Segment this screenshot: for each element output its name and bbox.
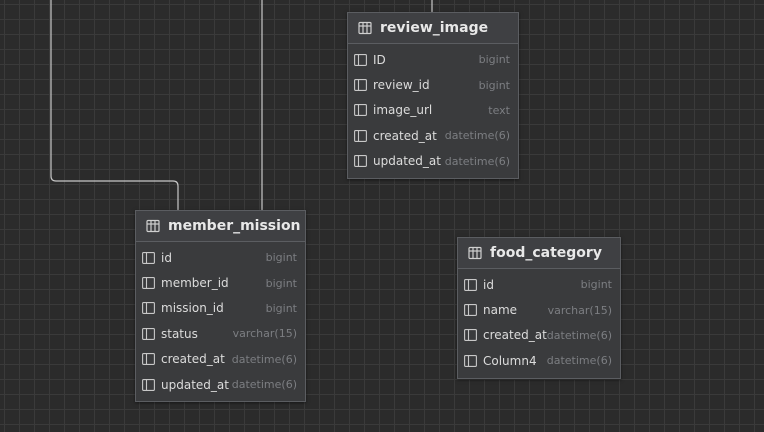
table-title: food_category [490,245,602,261]
column-name: created_at [161,352,225,367]
column-icon [354,155,367,168]
column-row[interactable]: image_url text [348,98,518,123]
column-name: Column4 [483,353,537,368]
column-name: status [161,326,198,341]
column-row[interactable]: created_at datetime(6) [458,323,620,348]
column-row[interactable]: status varchar(15) [136,321,305,346]
column-row[interactable]: Column4 datetime(6) [458,348,620,373]
column-icon [142,251,155,264]
relationship-line-member-mission[interactable] [50,0,179,210]
column-row[interactable]: id bigint [458,272,620,297]
column-type: bigint [265,276,297,290]
column-list: id bigint name varchar(15) created_at da… [458,269,620,378]
column-name: name [483,303,518,318]
column-icon [464,329,477,342]
column-type: datetime(6) [444,154,510,168]
column-list: id bigint member_id bigint mission_id bi… [136,242,305,401]
column-row[interactable]: created_at datetime(6) [348,123,518,148]
column-name: id [161,250,172,265]
column-type: datetime(6) [231,378,297,392]
column-icon [464,304,477,317]
column-row[interactable]: updated_at datetime(6) [136,372,305,397]
column-name: member_id [161,276,229,291]
column-type: varchar(15) [232,327,297,341]
column-icon [142,277,155,290]
column-type: bigint [478,53,510,67]
column-row[interactable]: id bigint [136,245,305,270]
column-row[interactable]: name varchar(15) [458,297,620,322]
table-icon [146,219,160,233]
table-header[interactable]: member_mission [136,211,305,242]
column-name: id [483,277,494,292]
table-header[interactable]: review_image [348,13,518,44]
column-name: created_at [483,328,547,343]
column-row[interactable]: created_at datetime(6) [136,347,305,372]
column-row[interactable]: review_id bigint [348,72,518,97]
column-row[interactable]: member_id bigint [136,270,305,295]
column-icon [142,353,155,366]
table-food-category[interactable]: food_category id bigint name varchar(15)… [457,237,621,379]
column-type: varchar(15) [547,303,612,317]
column-type: datetime(6) [546,354,612,368]
column-row[interactable]: ID bigint [348,47,518,72]
column-type: datetime(6) [546,328,613,342]
column-type: datetime(6) [231,352,297,366]
column-icon [354,53,367,66]
column-type: bigint [265,301,297,315]
column-type: bigint [265,251,297,265]
column-name: mission_id [161,301,224,316]
table-title: review_image [380,20,489,36]
column-type: bigint [580,278,612,292]
table-header[interactable]: food_category [458,238,620,269]
column-icon [354,79,367,92]
column-name: ID [373,52,386,67]
column-row[interactable]: mission_id bigint [136,296,305,321]
column-icon [142,302,155,315]
column-type: datetime(6) [444,129,510,143]
column-list: ID bigint review_id bigint image_url tex… [348,44,518,178]
column-type: bigint [478,78,510,92]
column-name: updated_at [373,154,441,169]
column-name: review_id [373,78,430,93]
column-icon [142,327,155,340]
table-member-mission[interactable]: member_mission id bigint member_id bigin… [135,210,306,403]
column-name: updated_at [161,377,229,392]
column-icon [354,129,367,142]
column-name: image_url [373,103,433,118]
table-review-image[interactable]: review_image ID bigint review_id bigint … [347,12,519,179]
column-icon [354,104,367,117]
column-row[interactable]: updated_at datetime(6) [348,149,518,174]
column-type: text [488,103,510,117]
column-icon [464,278,477,291]
table-title: member_mission [168,218,301,234]
column-icon [464,354,477,367]
table-icon [468,246,482,260]
column-icon [142,378,155,391]
column-name: created_at [373,128,437,143]
table-icon [358,21,372,35]
